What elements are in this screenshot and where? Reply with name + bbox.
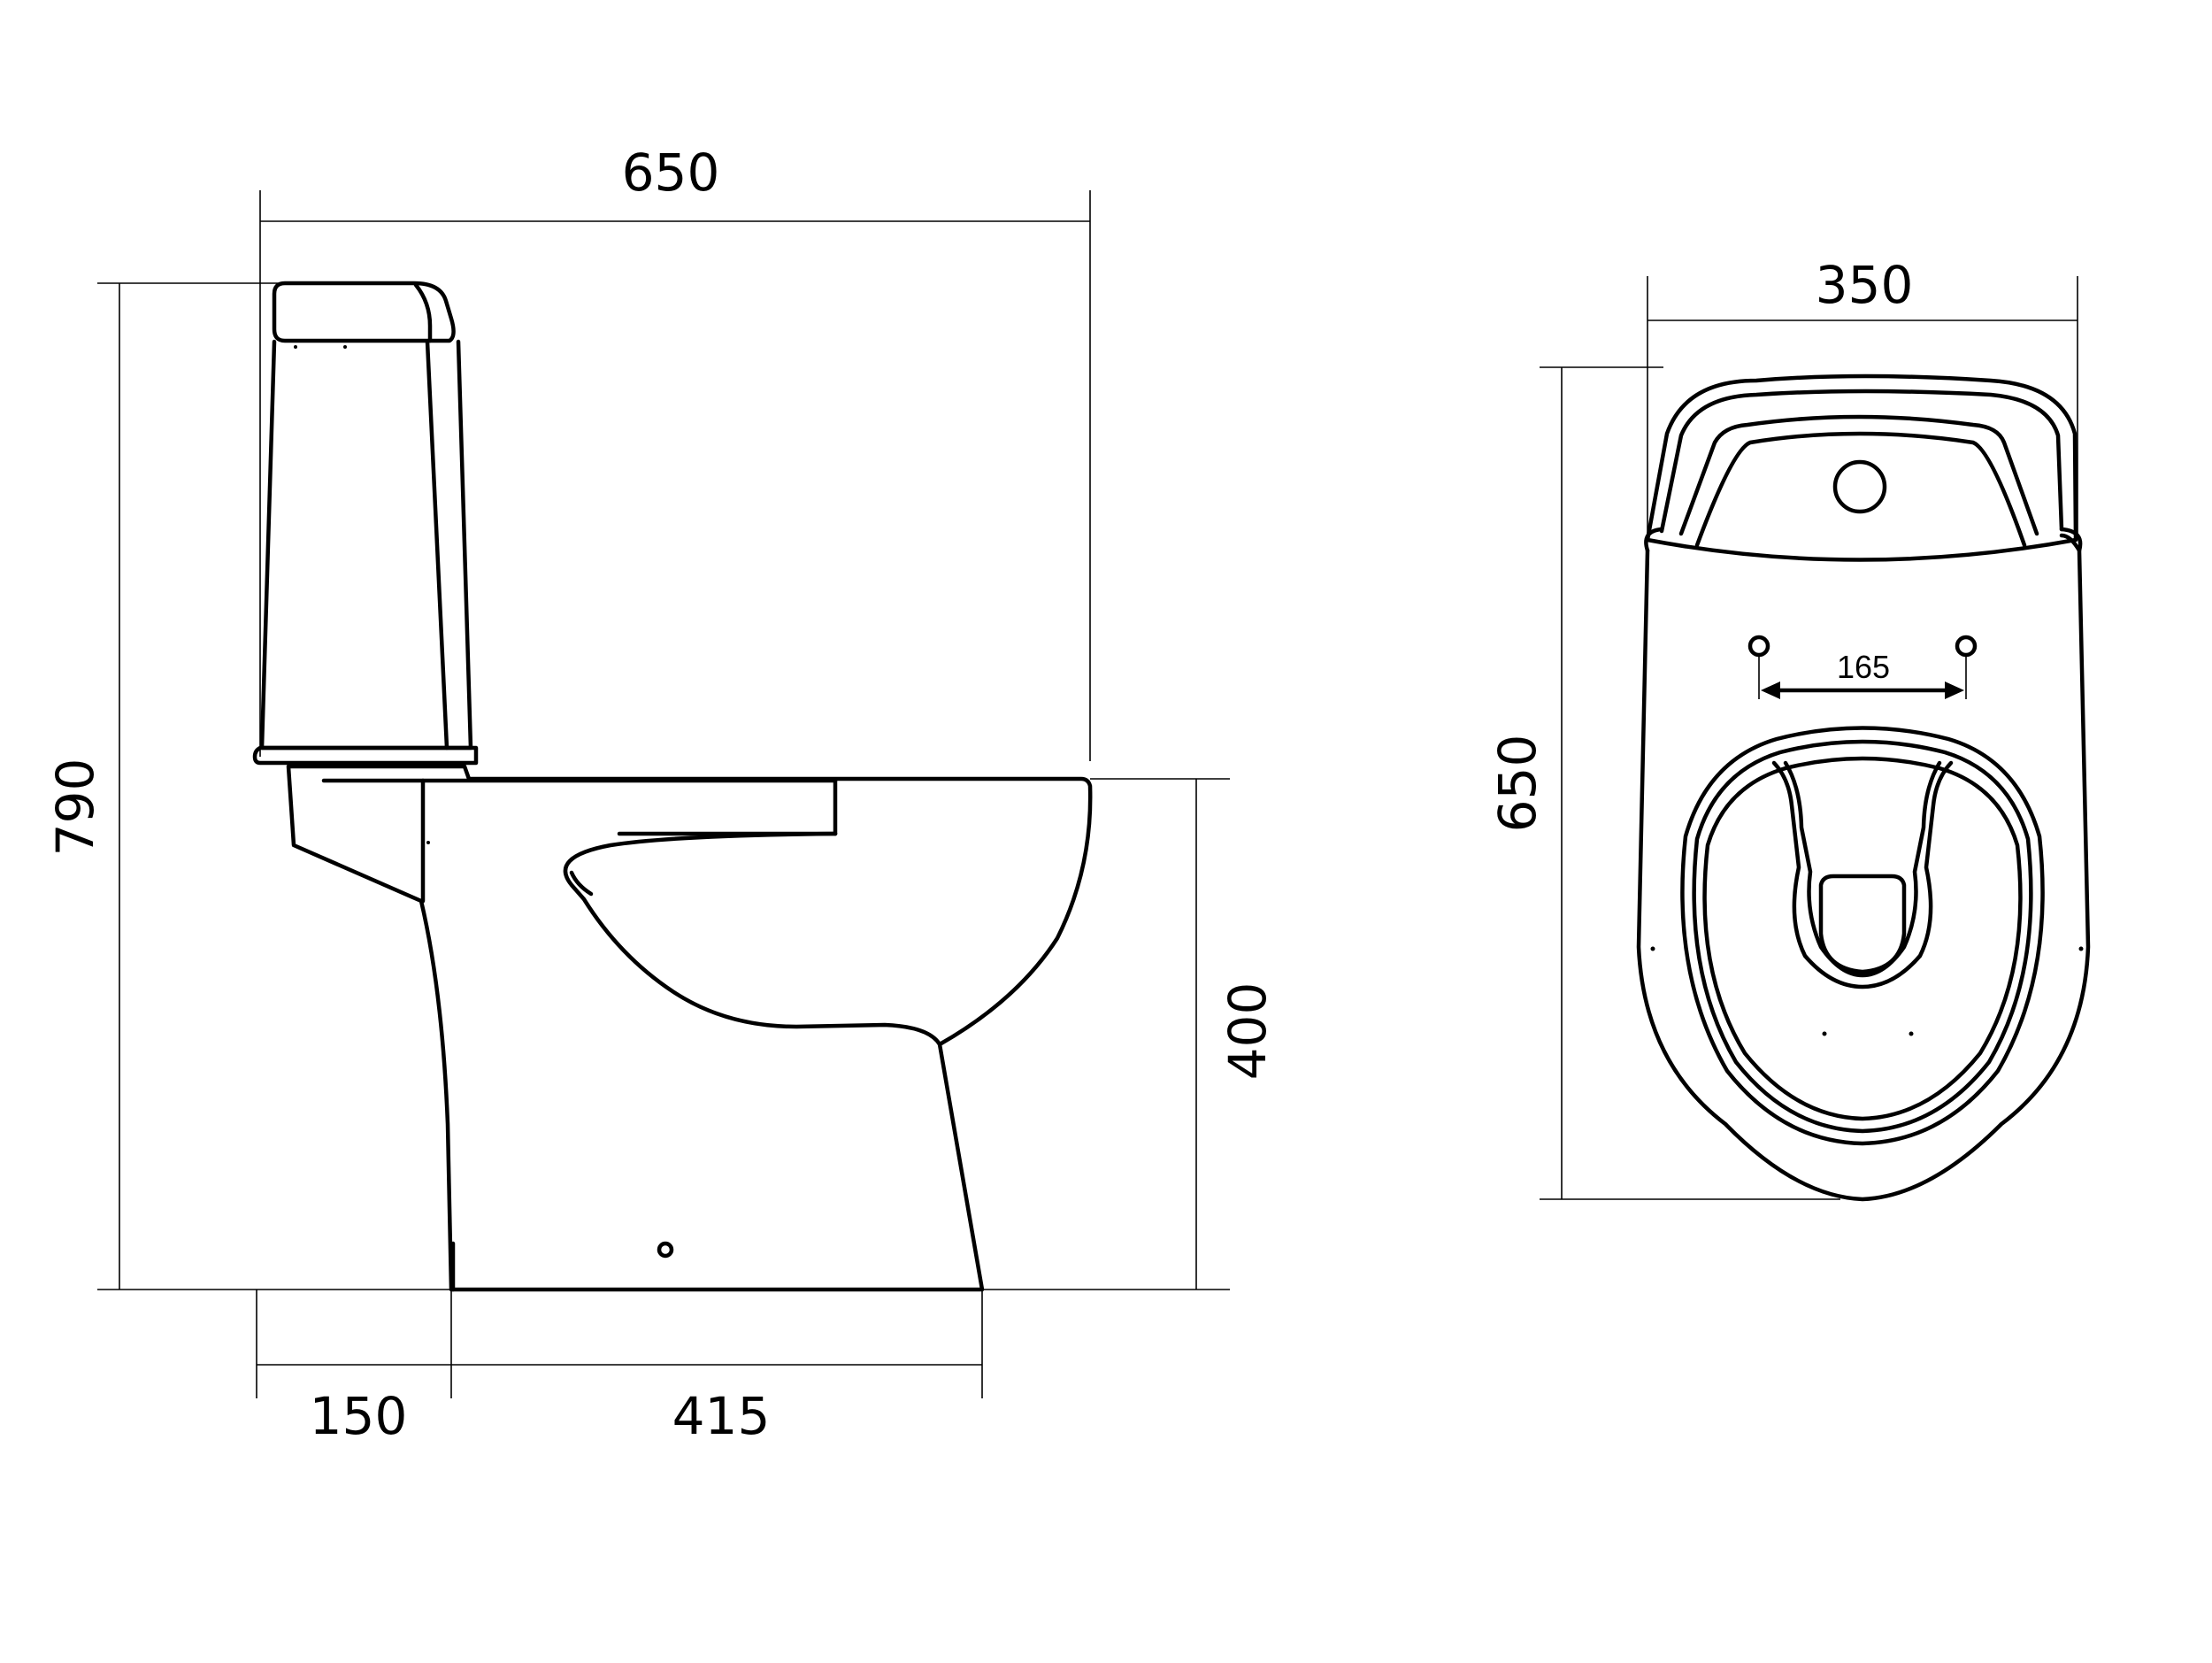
bowl-trap-inner [1783, 760, 1942, 978]
flush-button-icon [1832, 459, 1887, 514]
dim-label-base-length: 415 [672, 1386, 771, 1446]
pan-top-shoulder [1644, 527, 2083, 553]
dim-label-overall-height: 790 [45, 758, 105, 857]
fixing-hole-right [1955, 635, 1978, 658]
dim-seat-height: 400 [982, 778, 1278, 1290]
pan-top-outline [1636, 533, 2091, 1202]
cistern-top-well [1694, 431, 2027, 548]
dim-overall-height: 790 [45, 282, 451, 1290]
seat-mid [1692, 739, 2033, 1134]
marker-dot [294, 345, 297, 349]
marker-dot [2078, 946, 2084, 951]
bowl-outlet [1818, 874, 1907, 974]
dim-top-depth: 650 [1487, 366, 1840, 1200]
arrow-left-icon [1761, 681, 1780, 699]
seat-inner [1702, 756, 2023, 1121]
cistern-body [259, 339, 473, 751]
cistern-lid-curve [413, 282, 433, 343]
bowl-interior [563, 831, 942, 1047]
marker-dot [426, 841, 430, 844]
dim-label-top-width: 350 [1816, 255, 1914, 315]
bowl-lip [569, 870, 594, 897]
pan-outline [286, 764, 1093, 1292]
top-view: 165 350 650 [1487, 255, 2091, 1202]
cistern-base [252, 745, 479, 766]
arrow-right-icon [1945, 681, 1964, 699]
marker-dot [1822, 1031, 1827, 1036]
seat-outer [1680, 726, 2045, 1146]
cistern-top-outer [1645, 373, 2078, 562]
marker-dot [1650, 946, 1655, 951]
side-view: 650 790 400 150 415 [45, 142, 1278, 1446]
fixing-hole [657, 1241, 674, 1259]
marker-dot [1909, 1031, 1914, 1036]
dim-label-fixing-holes: 165 [1837, 649, 1890, 685]
marker-dot [343, 345, 347, 349]
cistern-lid [272, 281, 456, 343]
dim-base: 150 415 [256, 1290, 983, 1446]
dim-overall-length: 650 [259, 142, 1091, 761]
dim-label-seat-height: 400 [1217, 982, 1278, 1081]
dim-label-top-depth: 650 [1487, 735, 1548, 833]
fixing-hole-left [1747, 635, 1770, 658]
dim-top-width: 350 [1647, 255, 2078, 535]
cistern-top-rim [1659, 389, 2064, 534]
dim-label-wall-to-outlet: 150 [310, 1386, 408, 1446]
dim-label-overall-length: 650 [622, 142, 720, 203]
bowl-trap-outer [1771, 760, 1954, 989]
cistern-front-line [425, 339, 449, 751]
cistern-top-inner [1678, 414, 2039, 536]
